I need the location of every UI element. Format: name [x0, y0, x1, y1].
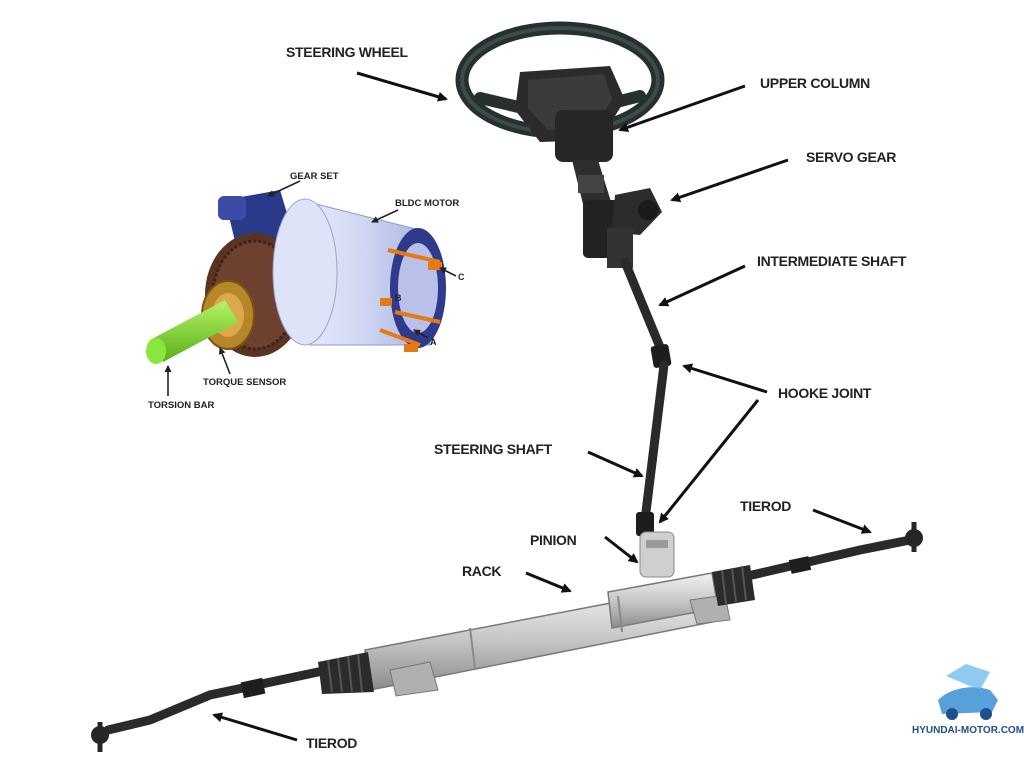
- label-pinion: PINION: [530, 532, 577, 548]
- leader-phase-c: [439, 267, 457, 277]
- left-boot: [318, 652, 374, 694]
- arrow-hooke-joint-lower: [658, 399, 760, 524]
- pinion-housing: [639, 531, 675, 578]
- car-logo-icon: [938, 664, 998, 720]
- arrow-intermediate-shaft: [658, 264, 746, 307]
- leader-gear-set: [267, 180, 301, 197]
- label-phase-b: B: [395, 293, 402, 303]
- arrow-tierod-right: [812, 508, 872, 534]
- label-hooke-joint: HOOKE JOINT: [778, 385, 872, 401]
- left-tierod: [91, 667, 323, 752]
- right-boot: [712, 565, 755, 606]
- watermark: HYUNDAI-MOTOR.COM.VN: [912, 664, 1024, 736]
- arrow-rack: [525, 571, 572, 593]
- label-phase-a: A: [430, 337, 437, 347]
- label-tierod-left: TIEROD: [306, 735, 357, 751]
- bldc-motor: [272, 198, 446, 352]
- arrow-steering-shaft: [587, 450, 644, 478]
- arrow-upper-column: [618, 84, 746, 133]
- eps-motor-inset: [146, 190, 446, 364]
- label-phase-c: C: [458, 272, 465, 282]
- arrow-steering-wheel: [356, 71, 448, 102]
- label-torque-sensor: TORQUE SENSOR: [203, 377, 286, 388]
- servo-gear: [583, 188, 662, 268]
- label-intermediate-shaft: INTERMEDIATE SHAFT: [757, 253, 907, 269]
- label-steering-shaft: STEERING SHAFT: [434, 441, 553, 457]
- label-bldc-motor: BLDC MOTOR: [395, 198, 459, 209]
- arrow-servo-gear: [670, 158, 789, 203]
- label-upper-column: UPPER COLUMN: [760, 75, 870, 91]
- leader-bldc-motor: [371, 209, 399, 223]
- leader-torque-sensor: [218, 347, 231, 375]
- label-rack: RACK: [462, 563, 501, 579]
- intermediate-shaft: [620, 257, 672, 368]
- torsion-bar: [146, 300, 238, 364]
- label-servo-gear: SERVO GEAR: [806, 149, 896, 165]
- leader-phase-a: [413, 329, 429, 339]
- label-gear-set: GEAR SET: [290, 171, 339, 182]
- label-steering-wheel: STEERING WHEEL: [286, 44, 409, 60]
- label-torsion-bar: TORSION BAR: [148, 400, 214, 411]
- arrow-tierod-left: [212, 712, 298, 742]
- watermark-text: HYUNDAI-MOTOR.COM.VN: [912, 725, 1024, 736]
- rack-body: [364, 572, 731, 697]
- arrow-pinion: [604, 535, 639, 564]
- arrow-hooke-joint-upper: [682, 363, 768, 394]
- upper-column: [555, 110, 613, 212]
- right-tierod: [747, 522, 923, 580]
- steering-shaft: [636, 360, 669, 536]
- label-tierod-right: TIEROD: [740, 498, 791, 514]
